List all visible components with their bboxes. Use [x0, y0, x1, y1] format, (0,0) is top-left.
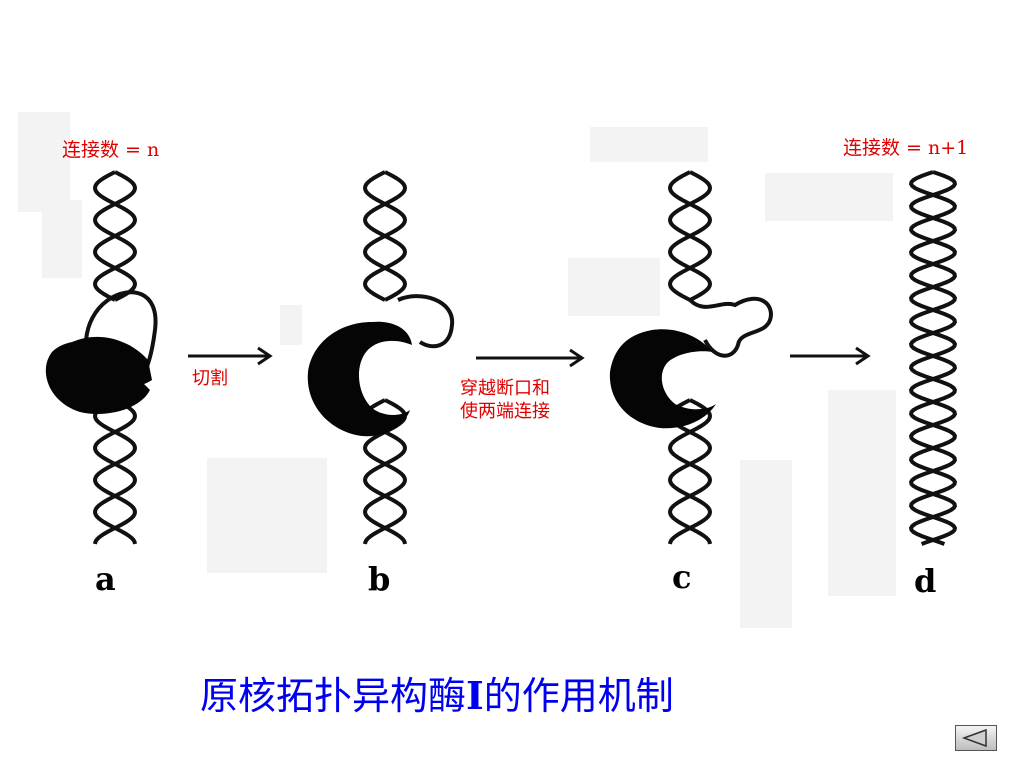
strand-loop-c	[688, 296, 773, 358]
helix-strand	[908, 170, 958, 546]
step-cut-label: 切割	[192, 368, 228, 389]
panel-label-d: d	[914, 562, 937, 600]
step-pass-label-2: 使两端连接	[460, 401, 550, 422]
helix-strand	[362, 170, 408, 302]
panel-label-b: b	[368, 560, 391, 598]
helix-strand	[92, 398, 138, 545]
linking-number-n: 连接数 = n	[62, 139, 160, 161]
helix-strand	[92, 398, 138, 545]
helix-strand	[908, 170, 958, 546]
title-pre: 原核拓扑异构酶	[200, 674, 467, 718]
panel-label-a: a	[95, 560, 116, 598]
page-title: 原核拓扑异构酶I的作用机制	[200, 665, 674, 720]
helix-d	[908, 170, 958, 546]
arrows	[188, 346, 871, 368]
enzyme-b	[307, 321, 412, 437]
strand-loop-b	[397, 294, 455, 349]
helix-c	[667, 170, 713, 545]
title-roman: I	[466, 673, 484, 718]
step-pass-label-1: 穿越断口和	[460, 378, 550, 399]
enzyme-a	[45, 336, 152, 414]
back-arrow-icon	[961, 728, 987, 748]
helix-strand	[92, 170, 138, 302]
helix-strand	[667, 170, 713, 302]
enzyme-c	[609, 329, 716, 429]
panel-label-c: c	[672, 558, 692, 596]
helix-a	[92, 170, 138, 545]
title-post: 的作用机制	[483, 674, 674, 718]
linking-number-n1: 连接数 = n+1	[843, 137, 969, 159]
background-blocks	[18, 112, 896, 628]
back-button[interactable]	[955, 725, 997, 751]
helix-strand	[667, 398, 713, 545]
helix-b	[362, 170, 408, 545]
